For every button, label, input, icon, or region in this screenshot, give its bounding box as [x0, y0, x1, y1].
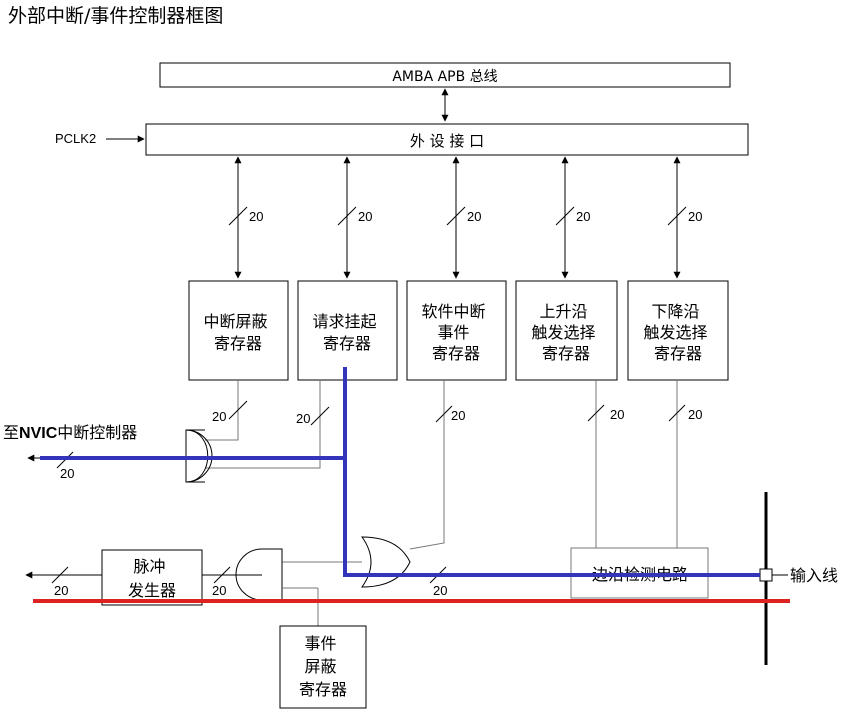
wire-interrupt-mask-out — [205, 380, 239, 441]
amba-apb-bus: AMBA APB 总线 — [159, 62, 731, 88]
svg-text:至NVIC中断控制器: 至NVIC中断控制器 — [3, 423, 137, 442]
svg-text:软件中断 事件 寄存器: 软件中断 事件 寄存器 — [421, 302, 490, 363]
register-line: 寄存器 — [432, 344, 480, 363]
register-line: 下降沿 — [651, 302, 699, 321]
event-mask-register: 事件 屏蔽 寄存器 — [279, 625, 367, 709]
pclk2-label: PCLK2 — [55, 131, 96, 146]
bus-width-label: 20 — [451, 408, 465, 423]
register-line: 触发选择 — [643, 323, 707, 342]
register-line: 事件 — [437, 323, 469, 342]
input-line-label: 输入线 — [790, 566, 838, 585]
falling-trigger-register: 下降沿 触发选择 寄存器 — [627, 280, 729, 381]
register-line: 触发选择 — [531, 323, 595, 342]
peripheral-interface: 外 设 接 口 — [145, 123, 749, 156]
register-line: 寄存器 — [214, 334, 262, 353]
svg-text:事件 屏蔽 寄存器: 事件 屏蔽 寄存器 — [299, 634, 347, 699]
pulse-generator-line: 发生器 — [128, 581, 176, 600]
svg-text:脉冲 发生器: 脉冲 发生器 — [128, 557, 176, 600]
interrupt-path-highlight — [343, 367, 760, 577]
register-line: 寄存器 — [299, 680, 347, 699]
bus-width-label: 20 — [433, 583, 447, 598]
diagram-title: 外部中断/事件控制器框图 — [8, 5, 223, 27]
register-line: 寄存器 — [542, 344, 590, 363]
svg-text:请求挂起 寄存器: 请求挂起 寄存器 — [312, 312, 381, 353]
software-interrupt-event-register: 软件中断 事件 寄存器 — [406, 280, 507, 381]
register-line: 事件 — [304, 634, 336, 653]
bus-width-label: 20 — [212, 409, 226, 424]
bus-width-label: 20 — [54, 583, 68, 598]
svg-text:中断屏蔽 寄存器: 中断屏蔽 寄存器 — [203, 312, 272, 353]
bus-width-label: 20 — [212, 583, 226, 598]
interrupt-mask-register: 中断屏蔽 寄存器 — [188, 280, 289, 381]
nvic-prefix: 至 — [3, 423, 19, 442]
register-line: 中断屏蔽 — [203, 312, 267, 331]
bus-width-label: 20 — [358, 209, 372, 224]
register-line: 请求挂起 — [312, 312, 376, 331]
bus-width-label: 20 — [576, 209, 590, 224]
peripheral-interface-label: 外 设 接 口 — [410, 132, 484, 150]
bus-width-label: 20 — [610, 407, 624, 422]
bus-width-label: 20 — [60, 466, 74, 481]
svg-text:上升沿 触发选择 寄存器: 上升沿 触发选择 寄存器 — [531, 302, 600, 363]
svg-text:下降沿 触发选择 寄存器: 下降沿 触发选择 寄存器 — [643, 302, 712, 363]
nvic-bold: NVIC — [19, 425, 58, 442]
bus-width-label: 20 — [688, 209, 702, 224]
bus-width-label: 20 — [296, 411, 310, 426]
pending-request-register: 请求挂起 寄存器 — [297, 280, 398, 381]
or-gate — [361, 536, 411, 588]
register-line: 上升沿 — [539, 302, 587, 321]
pulse-generator: 脉冲 发生器 — [101, 549, 203, 606]
rising-trigger-register: 上升沿 触发选择 寄存器 — [515, 280, 618, 381]
wire-pending-out — [205, 380, 321, 469]
nvic-suffix: 中断控制器 — [57, 423, 137, 442]
input-terminal — [759, 568, 773, 582]
bus-width-label: 20 — [249, 209, 263, 224]
register-line: 软件中断 — [421, 302, 485, 321]
bus-width-label: 20 — [688, 407, 702, 422]
register-line: 寄存器 — [654, 344, 702, 363]
wire-software-out — [409, 380, 445, 550]
bus-width-label: 20 — [467, 209, 481, 224]
register-line: 寄存器 — [323, 334, 371, 353]
register-links: 20 20 20 20 20 — [228, 156, 702, 279]
pulse-generator-line: 脉冲 — [133, 557, 165, 576]
register-line: 屏蔽 — [304, 657, 336, 676]
amba-apb-bus-label: AMBA APB 总线 — [392, 69, 497, 85]
